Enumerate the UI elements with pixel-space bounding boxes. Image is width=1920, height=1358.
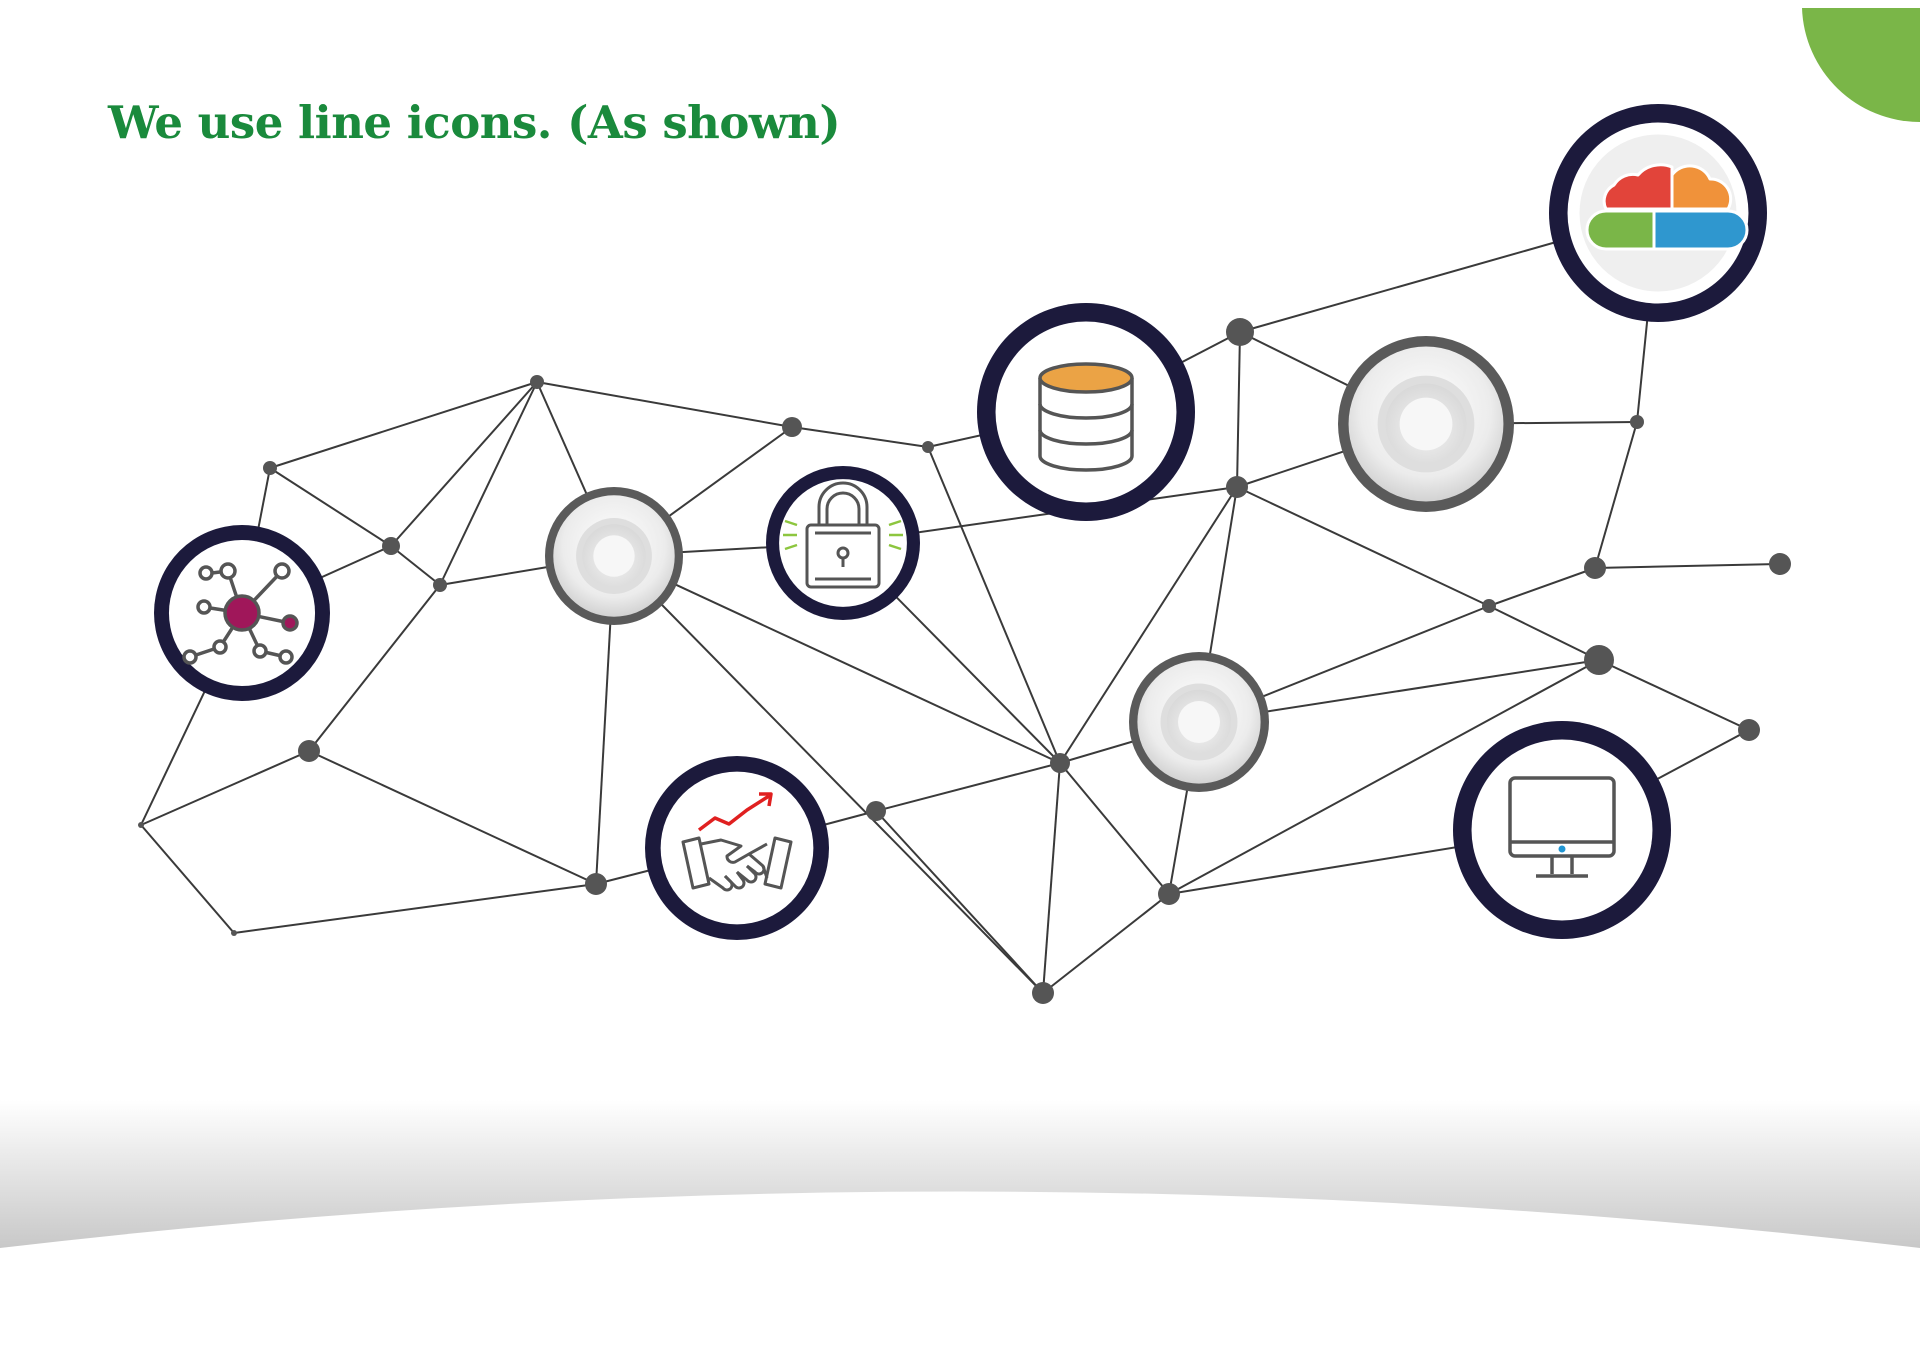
network-node <box>1158 883 1180 905</box>
network-edge <box>613 555 1044 994</box>
network-edge <box>308 584 441 752</box>
network-edge <box>1168 659 1600 895</box>
network-edge <box>308 750 597 885</box>
network-node <box>433 578 447 592</box>
network-node <box>866 801 886 821</box>
network-edge <box>927 446 1061 764</box>
network-node <box>1584 645 1614 675</box>
network-node <box>382 537 400 555</box>
network-edge <box>791 426 929 448</box>
placeholder-button <box>545 487 683 625</box>
network-edge <box>1594 421 1638 569</box>
network-node <box>298 740 320 762</box>
network-edge <box>1598 659 1750 731</box>
network-edge <box>1488 605 1600 661</box>
network-node <box>1032 982 1054 1004</box>
network-edge <box>269 381 538 469</box>
padlock-icon <box>783 481 903 589</box>
network-edge <box>613 555 1061 764</box>
network-node <box>1769 553 1791 575</box>
network-node <box>922 441 934 453</box>
network-node <box>530 375 544 389</box>
network-node <box>1584 557 1606 579</box>
network-edge <box>140 824 235 934</box>
network-node <box>263 461 277 475</box>
icon-circles <box>154 104 1767 940</box>
network-edge <box>1236 486 1490 607</box>
handshake-growth-icon <box>681 792 793 892</box>
network-edge <box>1059 486 1238 764</box>
network-node <box>782 417 802 437</box>
network-edge <box>1594 563 1781 569</box>
network-edge <box>875 762 1061 812</box>
network-edge <box>1059 762 1170 895</box>
network-edge <box>875 810 1044 994</box>
network-edge <box>1042 893 1170 994</box>
network-edge <box>1488 567 1596 607</box>
placeholder-button <box>1129 652 1269 792</box>
monitor-circle <box>1453 721 1671 939</box>
network-node <box>138 822 144 828</box>
network-node <box>1050 753 1070 773</box>
cloud-icon <box>1585 163 1749 251</box>
network-edge <box>390 381 538 547</box>
corner-accent <box>1802 8 1920 123</box>
monitor-icon <box>1508 776 1616 878</box>
network-node <box>1630 415 1644 429</box>
network-node <box>1482 599 1496 613</box>
network-edge <box>1236 331 1241 488</box>
network-edge <box>439 381 538 586</box>
padlock-circle <box>766 466 920 620</box>
network-edge <box>1042 762 1061 994</box>
floor-shadow <box>0 1100 1920 1248</box>
database-icon <box>1038 362 1134 472</box>
network-edge <box>269 467 392 547</box>
network-node <box>1226 318 1254 346</box>
network-node <box>1226 476 1248 498</box>
network-hub-icon <box>182 562 299 665</box>
network-edge <box>233 883 597 934</box>
page-title: We use line icons. (As shown) <box>108 96 841 149</box>
placeholder-button <box>1338 336 1514 512</box>
network-node <box>585 873 607 895</box>
network-edge <box>140 750 310 826</box>
network-node <box>1738 719 1760 741</box>
network-nodes <box>138 318 1791 1004</box>
floor-surface <box>0 1195 1920 1358</box>
network-node <box>231 930 237 936</box>
network-edge <box>536 381 793 428</box>
network-edge <box>390 545 441 586</box>
